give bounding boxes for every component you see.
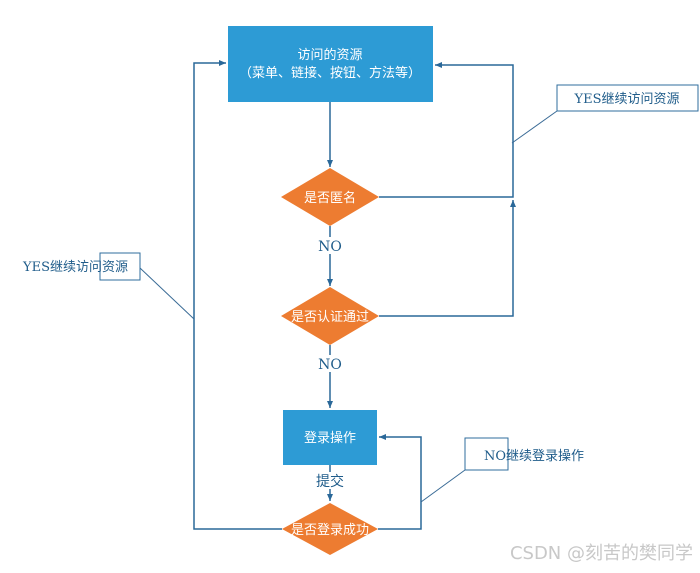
connector-anonymous-yes-to-resource xyxy=(379,62,514,198)
connector-success-yes-to-resource xyxy=(193,60,282,530)
callout-yes-top-right-label: YES继续访问资源 xyxy=(574,92,680,107)
callout-yes-left-box xyxy=(99,252,141,281)
node-resource xyxy=(228,26,433,102)
edge-label-no1-bg xyxy=(318,237,342,254)
node-login-label: 登录操作 xyxy=(304,430,356,446)
node-login xyxy=(283,410,377,465)
edge-label-submit: 提交 xyxy=(316,473,344,490)
callout-yes-left-label: YES继续访问资源 xyxy=(22,260,128,275)
node-decision-login-success xyxy=(282,503,378,555)
edge-label-no1: NO xyxy=(318,239,342,255)
node-decision-anonymous-label: 是否匿名 xyxy=(304,190,356,206)
edge-label-submit-bg xyxy=(312,472,348,489)
callout-no-bottom-right-label: NO继续登录操作 xyxy=(484,448,584,464)
node-decision-anonymous xyxy=(281,168,379,226)
node-decision-auth-label: 是否认证通过 xyxy=(291,310,369,325)
connector-success-no-to-login xyxy=(378,434,422,530)
node-resource-label-line2: （菜单、链接、按钮、方法等） xyxy=(239,65,421,81)
callout-yes-top-right-box xyxy=(556,84,699,112)
leader-no-bottom-right xyxy=(420,469,466,503)
edge-label-no2-bg xyxy=(318,355,342,372)
leader-yes-left xyxy=(139,267,195,320)
leader-yes-top-right xyxy=(511,110,558,144)
edge-label-no2: NO xyxy=(318,357,342,373)
node-decision-auth xyxy=(281,287,379,345)
callout-no-bottom-right-box xyxy=(464,437,509,471)
watermark: CSDN @刻苦的樊同学 xyxy=(510,543,693,564)
node-resource-label-line1: 访问的资源 xyxy=(297,47,362,63)
connector-auth-yes-merge xyxy=(379,200,516,317)
node-decision-login-success-label: 是否登录成功 xyxy=(291,523,369,538)
